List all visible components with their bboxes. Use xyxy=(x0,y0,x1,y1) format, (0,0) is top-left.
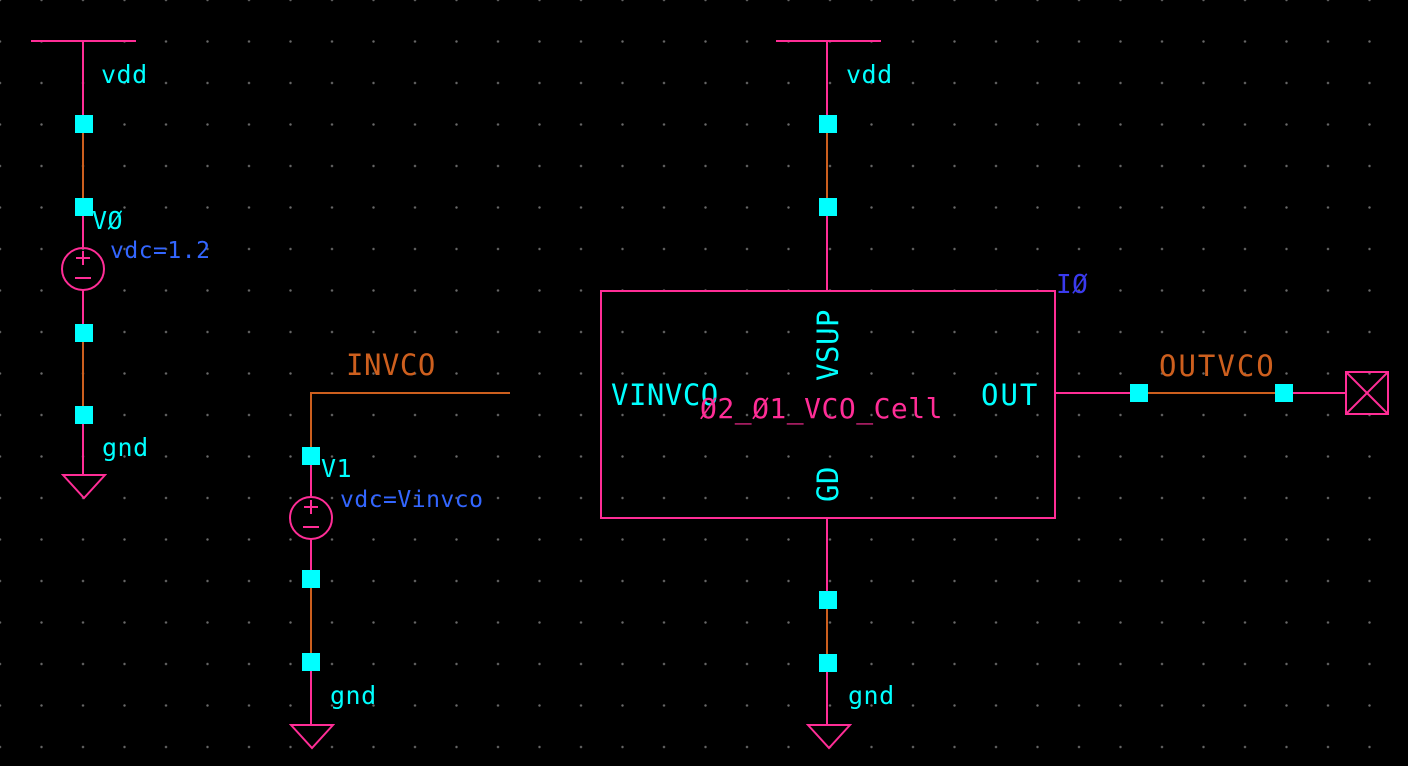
vco-cell-instance[interactable] xyxy=(600,290,1056,519)
net-wire[interactable] xyxy=(82,133,84,198)
pin-terminal[interactable] xyxy=(302,653,320,671)
pin-terminal[interactable] xyxy=(302,570,320,588)
source-v1-param[interactable]: vdc=Vinvco xyxy=(340,487,484,513)
symbol-lead[interactable] xyxy=(82,424,84,475)
pin-terminal[interactable] xyxy=(1275,384,1293,402)
pin-terminal[interactable] xyxy=(819,654,837,672)
ground-triangle xyxy=(806,724,852,750)
net-wire-invco-h[interactable] xyxy=(310,392,510,394)
ground-icon[interactable] xyxy=(806,724,852,750)
symbol-lead[interactable] xyxy=(1293,392,1347,394)
net-wire[interactable] xyxy=(826,609,828,654)
plus-icon xyxy=(76,251,90,265)
symbol-lead[interactable] xyxy=(826,41,828,115)
pin-label-vinvco[interactable]: VINVCO xyxy=(611,378,719,412)
output-pin-box xyxy=(1345,371,1389,415)
pin-terminal[interactable] xyxy=(819,591,837,609)
source-v0-param[interactable]: vdc=1.2 xyxy=(110,238,211,264)
plus-icon xyxy=(304,500,318,514)
gnd-label[interactable]: gnd xyxy=(330,681,377,710)
pin-terminal[interactable] xyxy=(1130,384,1148,402)
net-wire[interactable] xyxy=(826,133,828,198)
net-label-invco[interactable]: INVCO xyxy=(346,348,436,382)
output-pin-icon[interactable] xyxy=(1345,371,1389,415)
vsource-circle xyxy=(289,496,333,540)
symbol-lead[interactable] xyxy=(826,519,828,591)
symbol-lead[interactable] xyxy=(826,672,828,725)
pin-label-vsup[interactable]: VSUP xyxy=(811,309,845,381)
vdd-label[interactable]: vdd xyxy=(846,60,893,89)
symbol-lead[interactable] xyxy=(82,291,84,324)
voltage-source-icon[interactable] xyxy=(288,495,334,541)
ground-icon[interactable] xyxy=(289,724,335,750)
vdd-rail-icon[interactable] xyxy=(776,40,881,42)
pin-label-out[interactable]: OUT xyxy=(981,378,1040,412)
pin-terminal[interactable] xyxy=(75,198,93,216)
net-wire-outvco[interactable] xyxy=(1148,392,1275,394)
vsource-circle xyxy=(61,247,105,291)
symbol-lead[interactable] xyxy=(826,216,828,291)
ground-triangle xyxy=(61,474,107,500)
net-wire-invco-v[interactable] xyxy=(310,392,312,448)
net-wire[interactable] xyxy=(82,342,84,406)
source-v1-name[interactable]: V1 xyxy=(321,454,353,483)
ground-triangle xyxy=(289,724,335,750)
voltage-source-icon[interactable] xyxy=(60,246,106,292)
pin-terminal[interactable] xyxy=(819,198,837,216)
pin-label-gd[interactable]: GD xyxy=(811,466,845,502)
symbol-lead[interactable] xyxy=(310,465,312,496)
gnd-label[interactable]: gnd xyxy=(102,433,149,462)
symbol-lead[interactable] xyxy=(82,41,84,115)
instance-name-label[interactable]: IØ xyxy=(1056,270,1089,300)
symbol-lead[interactable] xyxy=(310,671,312,725)
symbol-lead[interactable] xyxy=(310,540,312,570)
pin-terminal[interactable] xyxy=(75,115,93,133)
vdd-label[interactable]: vdd xyxy=(101,60,148,89)
source-v0-name[interactable]: VØ xyxy=(92,206,124,235)
symbol-lead[interactable] xyxy=(1056,392,1130,394)
ground-icon[interactable] xyxy=(61,474,107,500)
output-pin-cross xyxy=(1345,371,1389,415)
pin-terminal[interactable] xyxy=(819,115,837,133)
pin-terminal[interactable] xyxy=(75,324,93,342)
pin-terminal[interactable] xyxy=(75,406,93,424)
cell-name-label[interactable]: Ø2_Ø1_VCO_Cell xyxy=(700,392,944,425)
net-label-outvco[interactable]: OUTVCO xyxy=(1159,349,1276,383)
symbol-lead[interactable] xyxy=(82,216,84,247)
pin-terminal[interactable] xyxy=(302,447,320,465)
net-wire[interactable] xyxy=(310,588,312,653)
gnd-label[interactable]: gnd xyxy=(848,681,895,710)
